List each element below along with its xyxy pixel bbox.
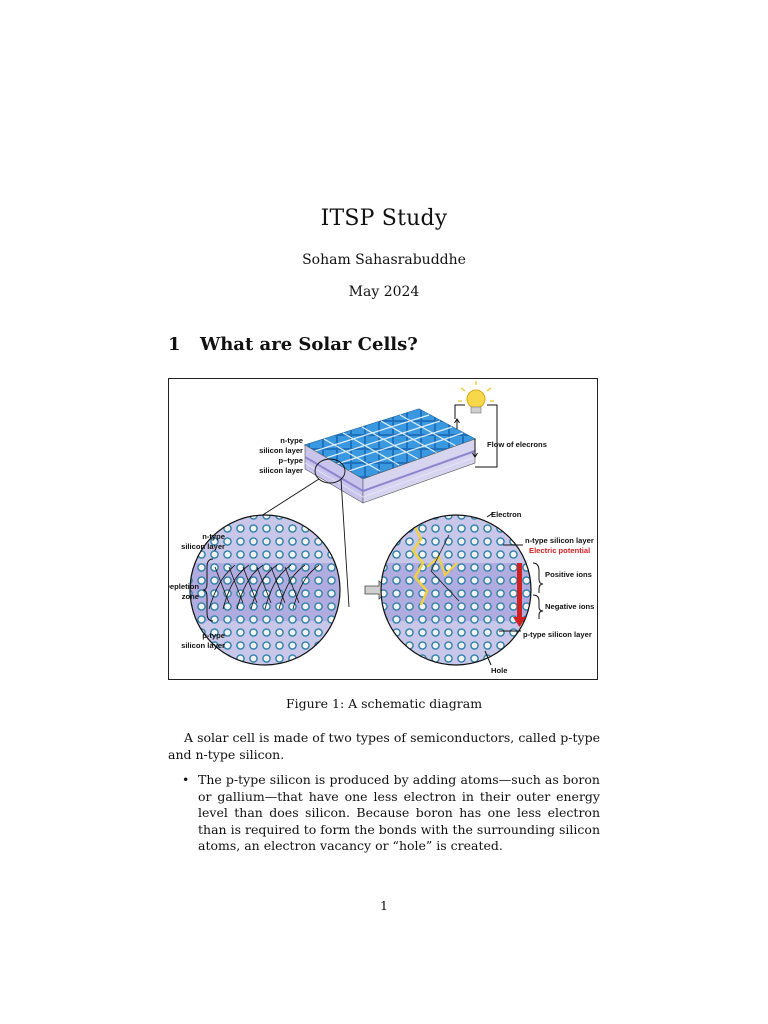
label-negative-ions: Negative ions (545, 602, 594, 611)
label-ntype-panel-1: n-type (280, 436, 303, 445)
page-number: 1 (380, 898, 388, 913)
circuit-with-bulb (454, 404, 498, 468)
author-name: Soham Sahasrabuddhe (302, 252, 466, 268)
braces (202, 512, 544, 666)
section-number: 1 (168, 334, 181, 355)
label-positive-ions: Positive ions (545, 570, 592, 579)
document-title: ITSP Study (320, 206, 448, 231)
label-ntype-panel-2: silicon layer (259, 446, 303, 455)
label-flow-of-electrons: Flow of elecrons (487, 440, 547, 449)
figure-caption: Figure 1: A schematic diagram (285, 696, 483, 711)
label-left-ntype-2: silicon layer (181, 542, 225, 551)
bullet-text: The p-type silicon is produced by adding… (198, 772, 600, 853)
label-left-ptype-1: p-type (202, 631, 225, 640)
label-left-ptype-2: silicon layer (181, 641, 225, 650)
label-left-ntype-1: n-type (202, 532, 225, 541)
label-hole: Hole (491, 666, 507, 675)
solar-panel (303, 408, 477, 504)
label-electron: Electron (491, 510, 522, 519)
electric-potential-arrow (513, 563, 526, 627)
label-ptype-panel-1: p–type (279, 456, 303, 465)
solar-cell-diagram: n-type silicon layer p–type silicon laye… (169, 381, 594, 675)
section-heading: 1 What are Solar Cells? (168, 334, 418, 355)
label-electric-potential: Electric potential (529, 546, 590, 555)
label-depletion-1: Depletion (169, 582, 199, 591)
bullet-icon: • (182, 772, 190, 787)
figure-solar-cell-diagram: n-type silicon layer p–type silicon laye… (168, 378, 598, 680)
bulb-icon (458, 381, 494, 414)
body-paragraph: A solar cell is made of two types of sem… (168, 730, 600, 762)
bullet-list: • The p-type silicon is produced by addi… (168, 772, 600, 855)
document-date: May 2024 (348, 284, 420, 300)
circle-after-junction (381, 515, 531, 665)
circle-before-junction (190, 515, 340, 665)
list-item: • The p-type silicon is produced by addi… (168, 772, 600, 855)
label-right-ptype: p-type silicon layer (523, 630, 592, 639)
label-ptype-panel-2: silicon layer (259, 466, 303, 475)
section-title: What are Solar Cells? (200, 334, 418, 355)
label-depletion-2: zone (182, 592, 199, 601)
label-right-ntype: n-type silicon layer (525, 536, 594, 545)
